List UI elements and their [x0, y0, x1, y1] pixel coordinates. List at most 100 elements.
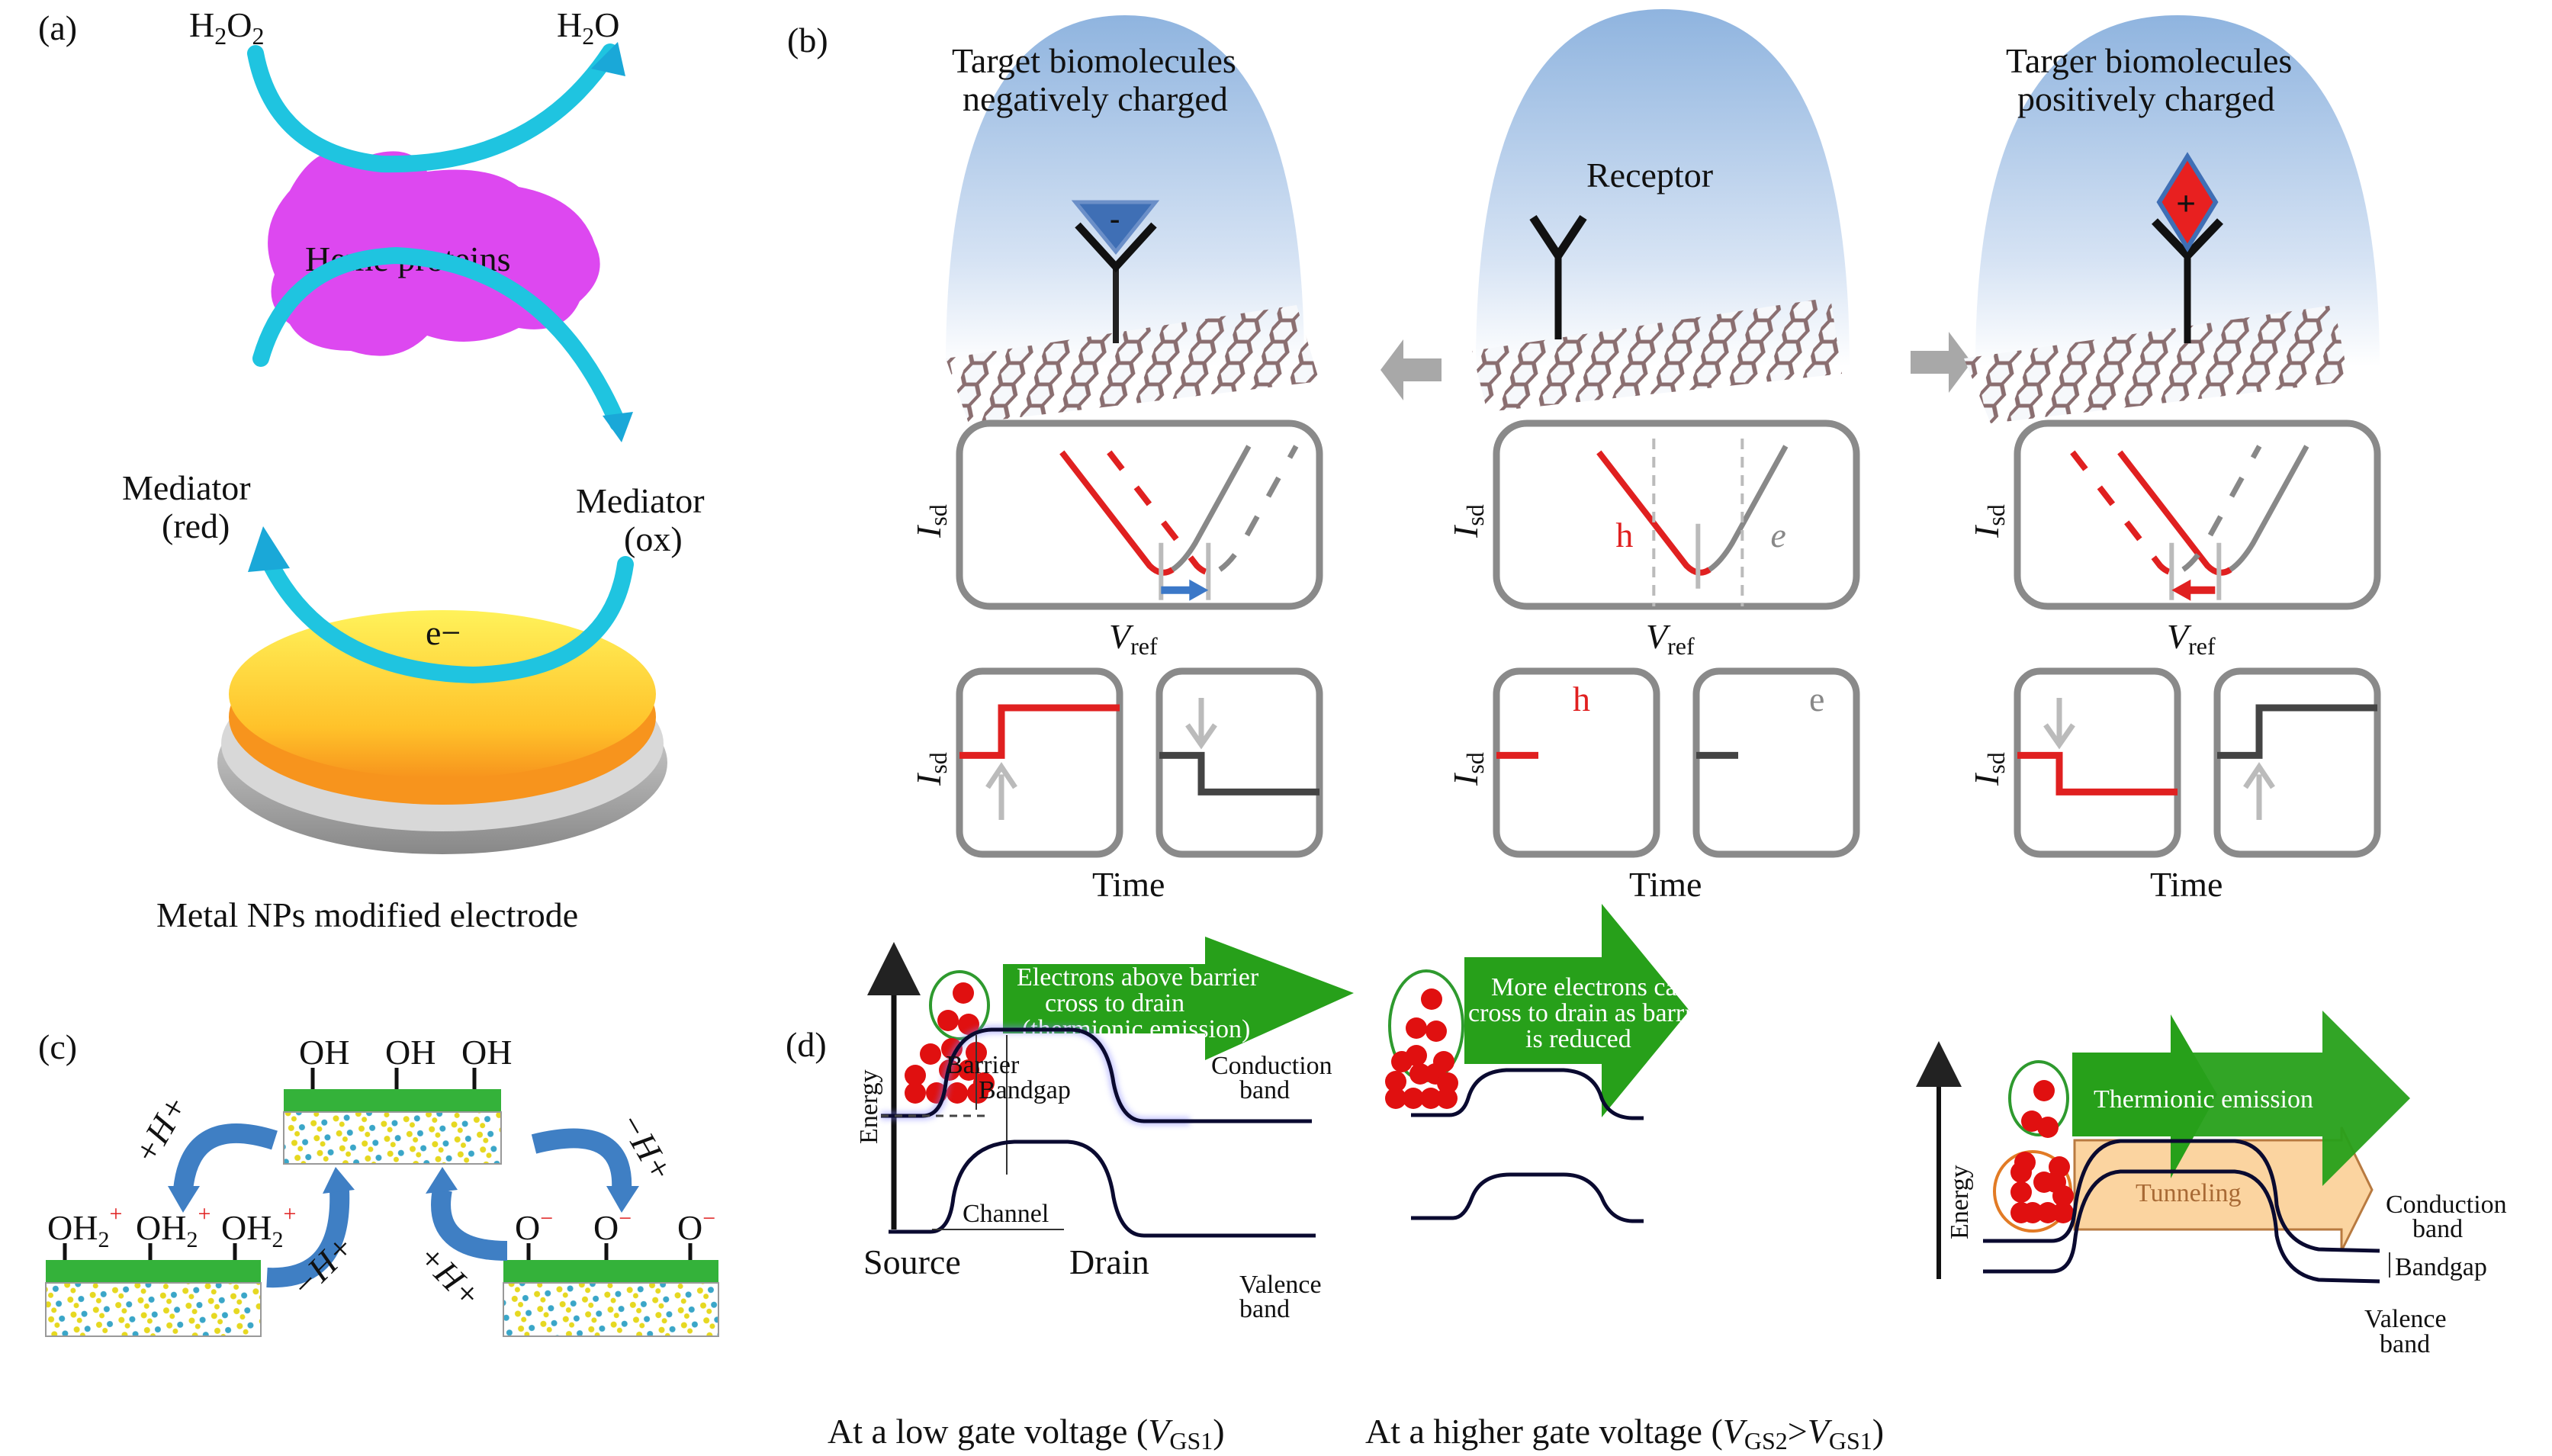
band-diagram-tunneling: Energy Tunneling Thermionic emission Con…	[1916, 1011, 2507, 1358]
drain-label: Drain	[1069, 1242, 1149, 1281]
transfer-plot-frame	[956, 419, 1323, 610]
tunneling-label: Tunneling	[2136, 1179, 2242, 1207]
electron-label: e−	[426, 613, 461, 652]
lower-reaction-arrow	[259, 548, 634, 684]
right-group-1: O−	[515, 1206, 553, 1247]
isd-axis-label: Isd	[909, 504, 952, 538]
electron-dot	[958, 1059, 979, 1081]
valence-band-curve-2	[1411, 1172, 1644, 1223]
right-group-3: O−	[677, 1206, 715, 1247]
arrow-protonate-icon	[173, 1123, 278, 1191]
time-axis-label: Time	[1629, 865, 1702, 904]
bubble-receptor	[1476, 9, 1850, 366]
electron-dot	[920, 1043, 941, 1065]
bandgap-label: Bandgap	[979, 1076, 1071, 1104]
receptor-arms-right	[2152, 218, 2223, 262]
thermionic-arrow-body	[2072, 1011, 2410, 1186]
isd-axis-sub: sd	[1982, 504, 2010, 526]
electron-dot	[2010, 1181, 2032, 1203]
middle-reaction-arrow	[252, 246, 626, 432]
time-plot-frame	[1493, 667, 1660, 858]
vref-axis-sub: ref	[1130, 632, 1158, 660]
left-group-1: OH2+	[47, 1201, 122, 1252]
electron-dot	[2037, 1117, 2059, 1138]
column-positive: Targer biomolecules positively charged +	[1964, 15, 2380, 423]
hot-electron-circle-3	[2008, 1060, 2069, 1136]
banner-2-line-1: More electrons can	[1491, 973, 1690, 1001]
electrode-gold-top	[229, 610, 656, 778]
electron-cluster-3	[2010, 1080, 2074, 1223]
electron-dot	[2033, 1080, 2055, 1101]
electron-dot	[905, 1082, 926, 1104]
decrease-arrowhead-icon	[1185, 723, 1217, 750]
valence-band-curve-3	[1983, 1169, 2380, 1284]
right-group-2: O−	[593, 1206, 632, 1247]
time-trace-step-up	[2217, 704, 2377, 759]
increase-arrowhead-icon	[985, 762, 1017, 789]
electron-dot	[947, 1082, 968, 1104]
electron-branch-curve	[2181, 445, 2262, 572]
vref-axis-sub: ref	[1667, 632, 1695, 660]
electron-dot	[1403, 1088, 1424, 1109]
receptor-icon	[1529, 214, 1587, 263]
reactant-h2o2-label: H2O2	[189, 5, 264, 50]
isd-axis-sub: sd	[1982, 752, 2010, 773]
time-plot-frame	[2213, 667, 2381, 858]
electron-dot	[1385, 1071, 1406, 1092]
electron-dot	[1385, 1088, 1406, 1109]
arrow-deprotonate-left-head-icon	[323, 1167, 355, 1194]
hole-branch-curve	[1059, 450, 1175, 576]
top-group-1: OH	[299, 1033, 349, 1072]
bandgap-label-3: Bandgap	[2395, 1253, 2487, 1281]
electron-branch-curve	[1218, 445, 1299, 572]
caption-low-gate: At a low gate voltage (VGS1)	[828, 1412, 1225, 1454]
time-trace-step-up	[959, 704, 1120, 759]
vref-axis-label: Vref	[1646, 617, 1695, 660]
conduction-band-label-2: band	[1239, 1076, 1290, 1104]
right-slab: O− O− O−	[503, 1206, 719, 1337]
transfer-plot-frame	[2014, 419, 2381, 610]
mediator-ox-line2: (ox)	[624, 519, 683, 558]
negative-charge-symbol: -	[1110, 201, 1120, 236]
valence-band-label-2: band	[1239, 1295, 1290, 1323]
top-group-2: OH	[385, 1033, 436, 1072]
isd-axis-label-time: Isd	[1446, 752, 1489, 786]
negative-target-icon	[1071, 200, 1160, 255]
isd-axis-label: Isd	[1446, 504, 1489, 538]
arrow-protonate-right-head-icon	[426, 1167, 458, 1194]
positive-target-icon	[2156, 152, 2219, 252]
arrow-deprotonate-right-icon	[531, 1128, 632, 1191]
valence-band-label-3a: Valence	[2364, 1305, 2447, 1333]
column-negative-title-1: Target biomolecules	[952, 41, 1236, 80]
electron-dot	[2010, 1162, 2032, 1183]
band-diagram-low-voltage: Energy Electrons above barrier cross to …	[855, 937, 1354, 1323]
thermionic-banner-arrow	[1003, 937, 1354, 1060]
electron-branch-curve	[1708, 445, 1789, 572]
hole-label: h	[1615, 516, 1633, 554]
graphene-sheet-center	[1472, 297, 1842, 412]
shift-left-arrow-icon	[1380, 339, 1442, 400]
time-trace-step-down	[2017, 751, 2178, 795]
panel-a-label: (a)	[38, 8, 77, 47]
conduction-band-curve	[881, 1027, 1312, 1123]
increase-arrowhead-icon	[2243, 762, 2275, 789]
conduction-band-label-1: Conduction	[1211, 1052, 1332, 1080]
left-group-3: OH2+	[221, 1201, 296, 1252]
electrode-caption: Metal NPs modified electrode	[156, 895, 578, 934]
vref-axis-label: Vref	[1109, 617, 1158, 660]
caption-high-gate: At a higher gate voltage (VGS2>VGS1)	[1365, 1412, 1884, 1454]
arrow-deprotonate-left-icon	[266, 1189, 350, 1288]
isd-axis-label-time: Isd	[1967, 752, 2010, 786]
arrow-protonate-right-icon	[431, 1188, 508, 1261]
conduction-band-label-3a: Conduction	[2386, 1191, 2507, 1219]
banner-1-line-1: Electrons above barrier	[1017, 963, 1259, 992]
electron-cluster-2	[1385, 988, 1458, 1109]
top-slab: OH OH OH	[283, 1033, 512, 1165]
electron-time-label: e	[1809, 680, 1824, 718]
electron-dot	[1436, 1088, 1458, 1109]
conduction-band-label-3b: band	[2412, 1215, 2463, 1243]
energy-axis-label: Energy	[855, 1069, 883, 1144]
arrow-protonate-head-icon	[168, 1186, 200, 1213]
